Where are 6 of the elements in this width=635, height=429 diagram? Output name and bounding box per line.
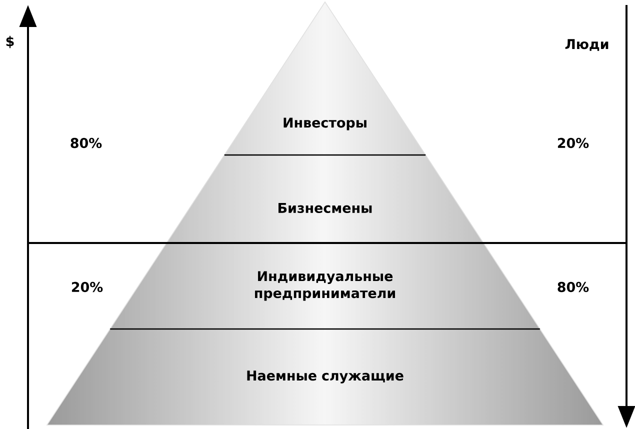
- percent-label: 80%: [70, 138, 102, 148]
- percent-label: 20%: [558, 138, 589, 148]
- axis-label: $: [6, 36, 14, 48]
- axis-label: Люди: [565, 39, 608, 51]
- percent-label: 80%: [558, 282, 589, 292]
- percent-label: 20%: [72, 282, 103, 292]
